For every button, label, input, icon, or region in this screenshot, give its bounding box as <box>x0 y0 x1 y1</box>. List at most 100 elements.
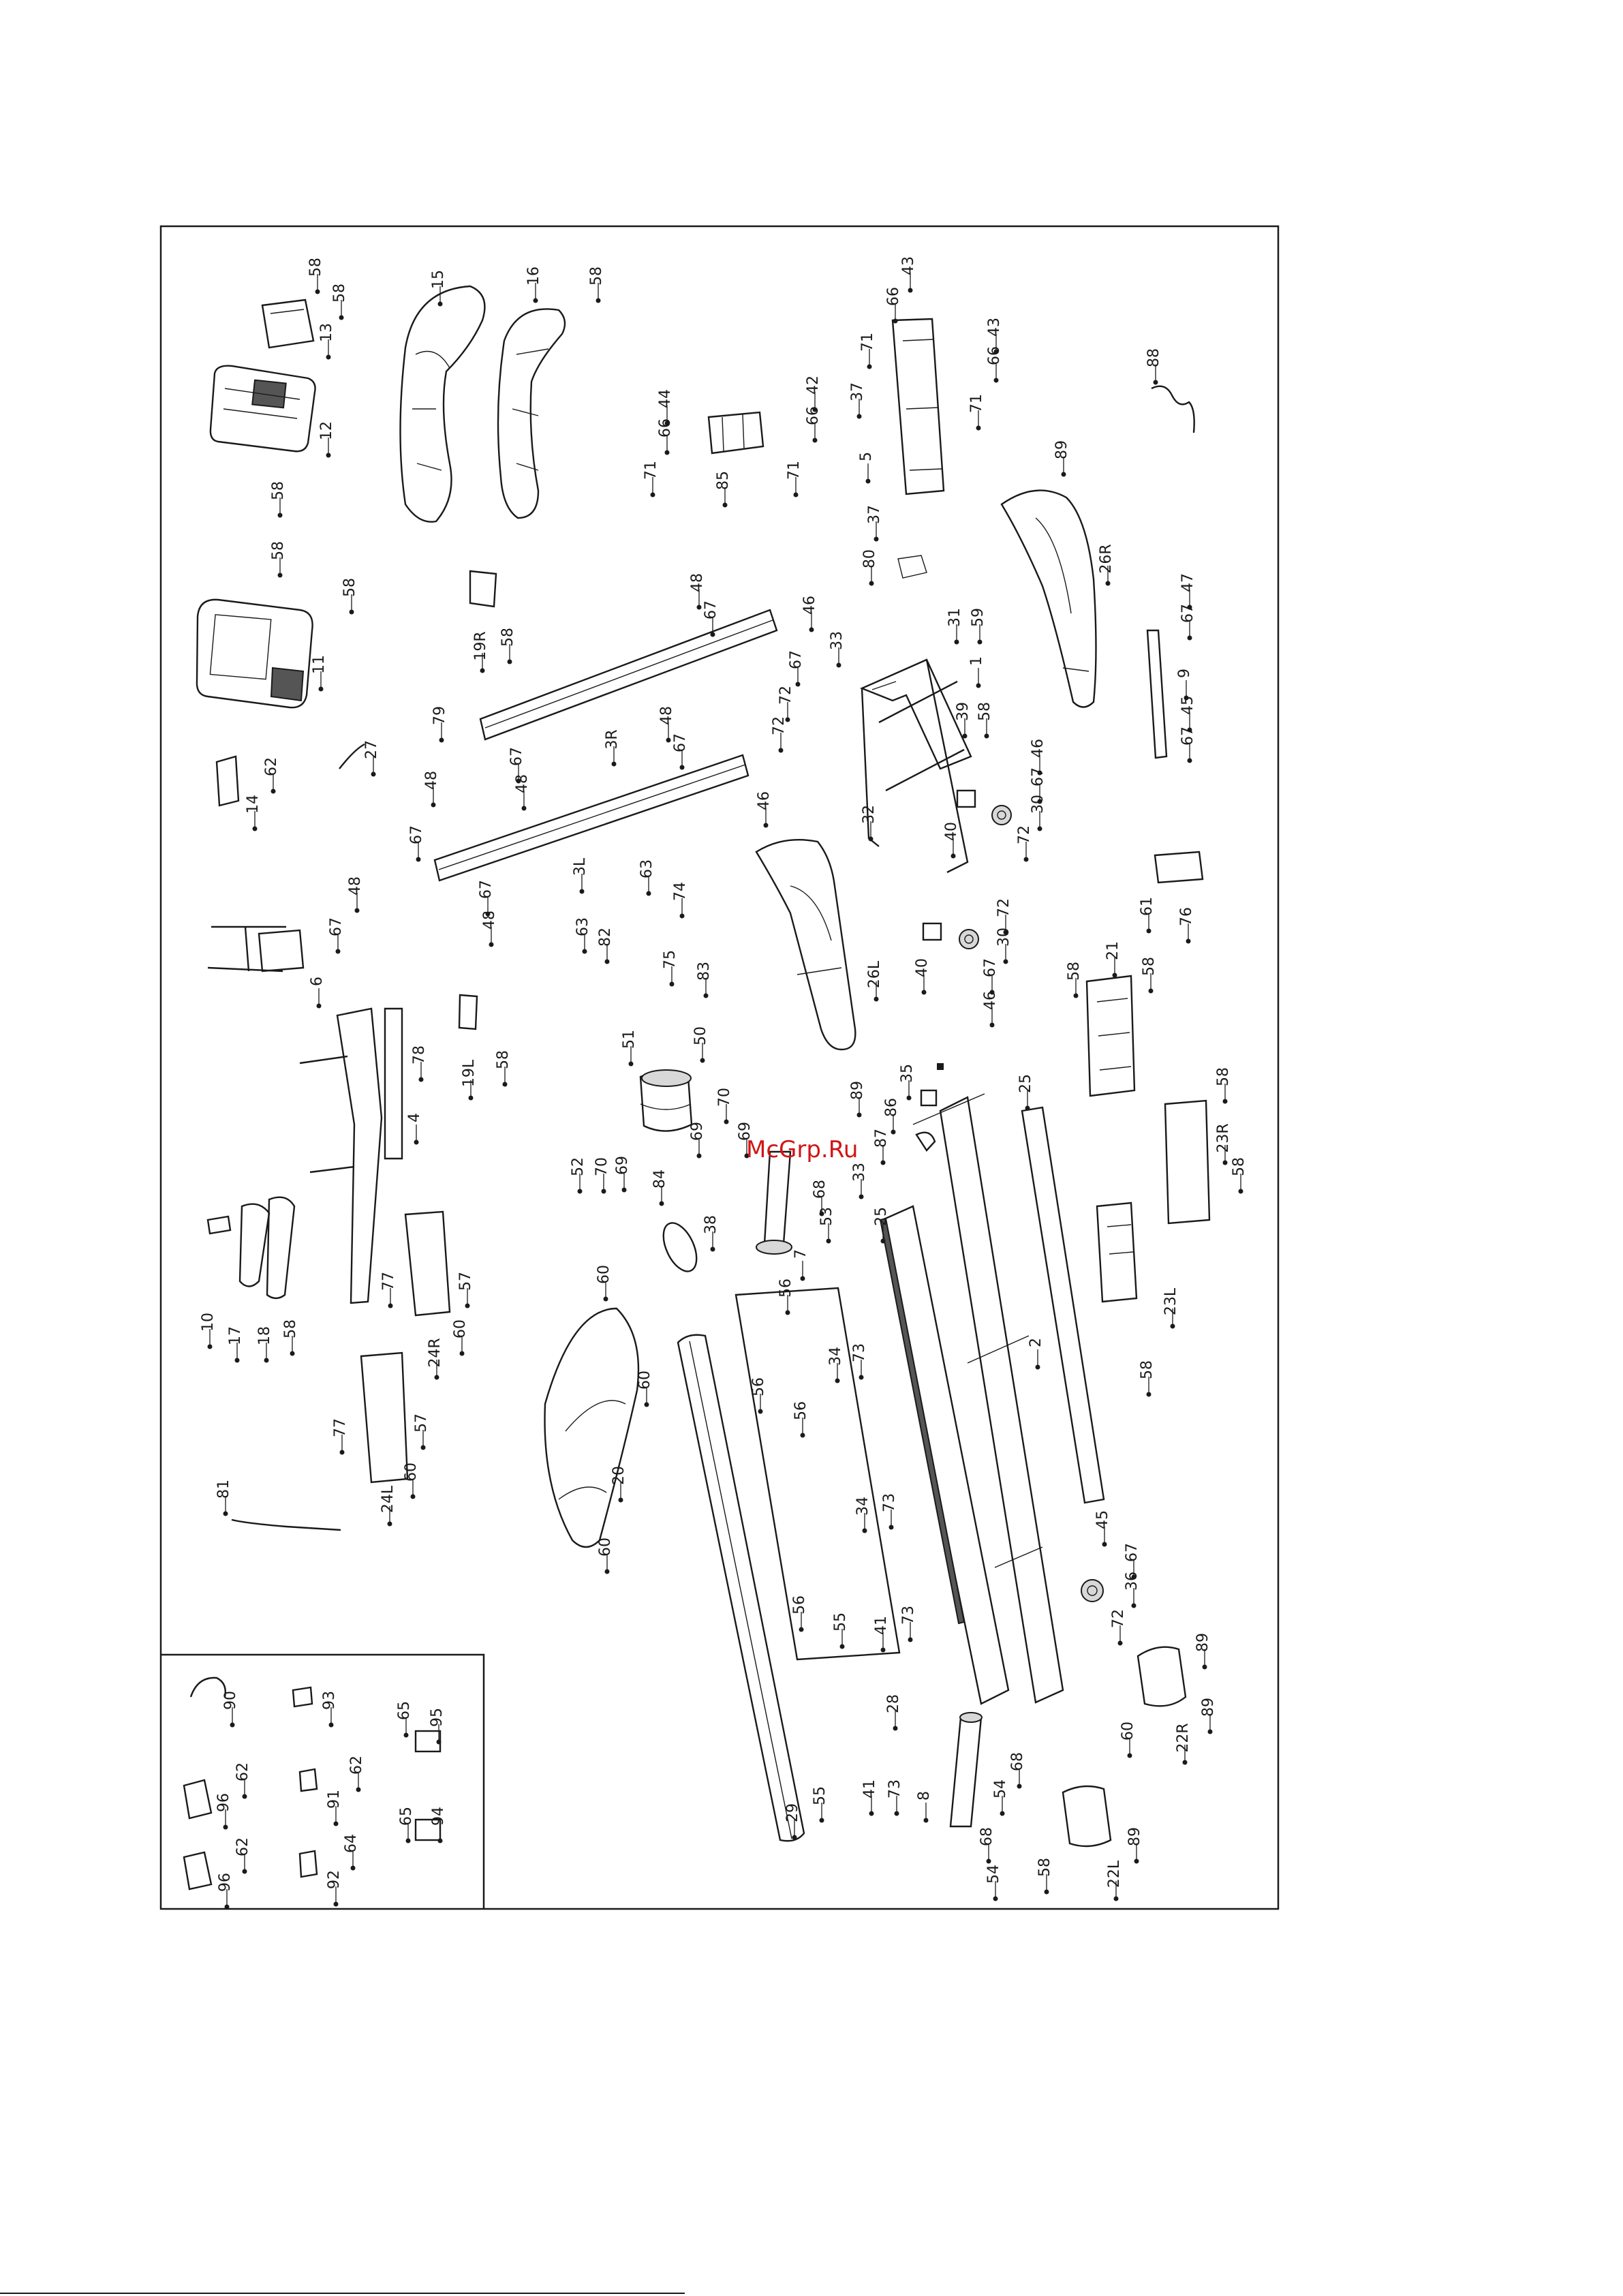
leader-dot <box>207 1344 213 1349</box>
callout-c159: 60 <box>1119 1721 1137 1758</box>
callout-number: 66 <box>805 406 822 425</box>
callout-c142: 57 <box>413 1413 430 1450</box>
callout-number: 18 <box>256 1326 273 1345</box>
callout-number: 43 <box>986 318 1003 337</box>
callout-number: 42 <box>805 376 822 395</box>
leader-dot <box>521 806 527 811</box>
callout-c12: 85 <box>715 471 732 508</box>
leader-dot <box>371 771 376 777</box>
callout-c128: 60 <box>596 1265 613 1302</box>
leader-dot <box>333 1821 339 1826</box>
callout-number: 39 <box>955 702 972 721</box>
leader-dot <box>601 1189 606 1194</box>
callout-number: 23R <box>1215 1123 1232 1152</box>
callout-c177: 62 <box>348 1756 365 1792</box>
callout-number: 35 <box>899 1064 916 1083</box>
callout-c53: 47 <box>1179 573 1196 610</box>
leader-dot <box>893 318 898 324</box>
callout-number: 52 <box>570 1157 587 1176</box>
callout-number: 24R <box>427 1338 444 1367</box>
leader-dot <box>264 1358 269 1363</box>
leader-dot <box>908 288 913 293</box>
leader-dot <box>1117 1640 1123 1646</box>
callout-number: 72 <box>1016 825 1033 844</box>
leader-dot <box>977 639 983 645</box>
leader-dot <box>800 1276 805 1281</box>
callout-c136: 56 <box>792 1401 809 1438</box>
callout-c135: 56 <box>750 1377 767 1414</box>
leader-dot <box>1238 1189 1243 1194</box>
callout-c168: 89 <box>1126 1827 1143 1864</box>
callout-number: 78 <box>411 1045 428 1065</box>
callout-c163: 68 <box>978 1827 995 1864</box>
leader-dot <box>315 289 320 294</box>
callout-c73: 48 <box>481 910 498 947</box>
leader-dot <box>1187 604 1192 610</box>
leader-dot <box>1146 928 1151 934</box>
leader-dot <box>1105 581 1111 586</box>
callout-number: 48 <box>514 774 531 793</box>
leader-dot <box>1186 938 1191 944</box>
callout-number: 62 <box>234 1837 251 1856</box>
leader-dot <box>252 826 258 831</box>
leader-dot <box>468 1095 474 1101</box>
callout-c81: 26L <box>866 960 883 1002</box>
callout-c42: 79 <box>431 706 448 743</box>
leader-dot <box>874 996 879 1002</box>
callout-number: 36 <box>1124 1572 1141 1591</box>
callout-c79: 63 <box>574 917 591 954</box>
callout-number: 67 <box>1179 604 1196 623</box>
callout-c115: 58 <box>1215 1067 1232 1104</box>
callout-number: 44 <box>657 389 674 408</box>
callout-c157: 89 <box>1200 1698 1217 1734</box>
callout-c94: 4 <box>406 1113 423 1145</box>
callout-c61: 40 <box>943 822 960 859</box>
leader-dot <box>1153 380 1158 385</box>
callout-number: 17 <box>227 1326 244 1345</box>
leader-dot <box>812 407 818 412</box>
callout-number: 37 <box>849 382 866 401</box>
callout-c137: 34 <box>854 1497 871 1533</box>
callout-c23: 5 <box>858 452 875 484</box>
leader-dot <box>1187 635 1192 641</box>
callout-c2: 58 <box>331 284 348 320</box>
callout-number: 62 <box>348 1756 365 1775</box>
callout-c148: 41 <box>873 1616 890 1653</box>
leader-dot <box>418 1077 424 1082</box>
leader-dot <box>335 949 341 954</box>
callout-c102: 52 <box>570 1157 587 1194</box>
leader-dot <box>242 1794 247 1799</box>
callout-c64: 62 <box>263 757 280 794</box>
leader-dot <box>618 1497 623 1503</box>
leader-dot <box>1102 1542 1107 1547</box>
callout-number: 94 <box>430 1807 447 1826</box>
callout-c75: 63 <box>638 859 655 896</box>
callout-c52: 32 <box>861 805 878 842</box>
leader-dot <box>611 761 617 767</box>
leader-dot <box>836 662 841 668</box>
callout-c9: 44 <box>657 389 674 426</box>
callout-c17: 66 <box>885 287 902 324</box>
leader-dot <box>1000 1811 1005 1816</box>
callout-c83: 40 <box>914 958 931 995</box>
leader-dot <box>950 853 956 859</box>
callout-number: 5 <box>858 452 875 461</box>
callout-c144: 60 <box>403 1463 420 1499</box>
callout-c133: 34 <box>827 1347 844 1383</box>
leader-dot <box>1207 1729 1213 1734</box>
leader-dot <box>316 1003 322 1009</box>
callout-c8: 58 <box>588 266 605 303</box>
callout-number: 67 <box>1124 1543 1141 1562</box>
callout-c46: 80 <box>861 549 878 586</box>
callout-number: 89 <box>1053 440 1070 459</box>
callout-c38: 72 <box>777 686 794 722</box>
callout-number: 46 <box>756 791 773 810</box>
callout-number: 22R <box>1175 1723 1192 1752</box>
leader-dot <box>270 789 276 794</box>
leader-dot <box>1222 1099 1228 1104</box>
callout-c59: 67 <box>1030 767 1047 804</box>
callout-number: 73 <box>886 1779 903 1798</box>
callout-number: 80 <box>861 549 878 568</box>
callout-number: 48 <box>658 706 675 725</box>
callout-c173: 65 <box>396 1701 413 1738</box>
